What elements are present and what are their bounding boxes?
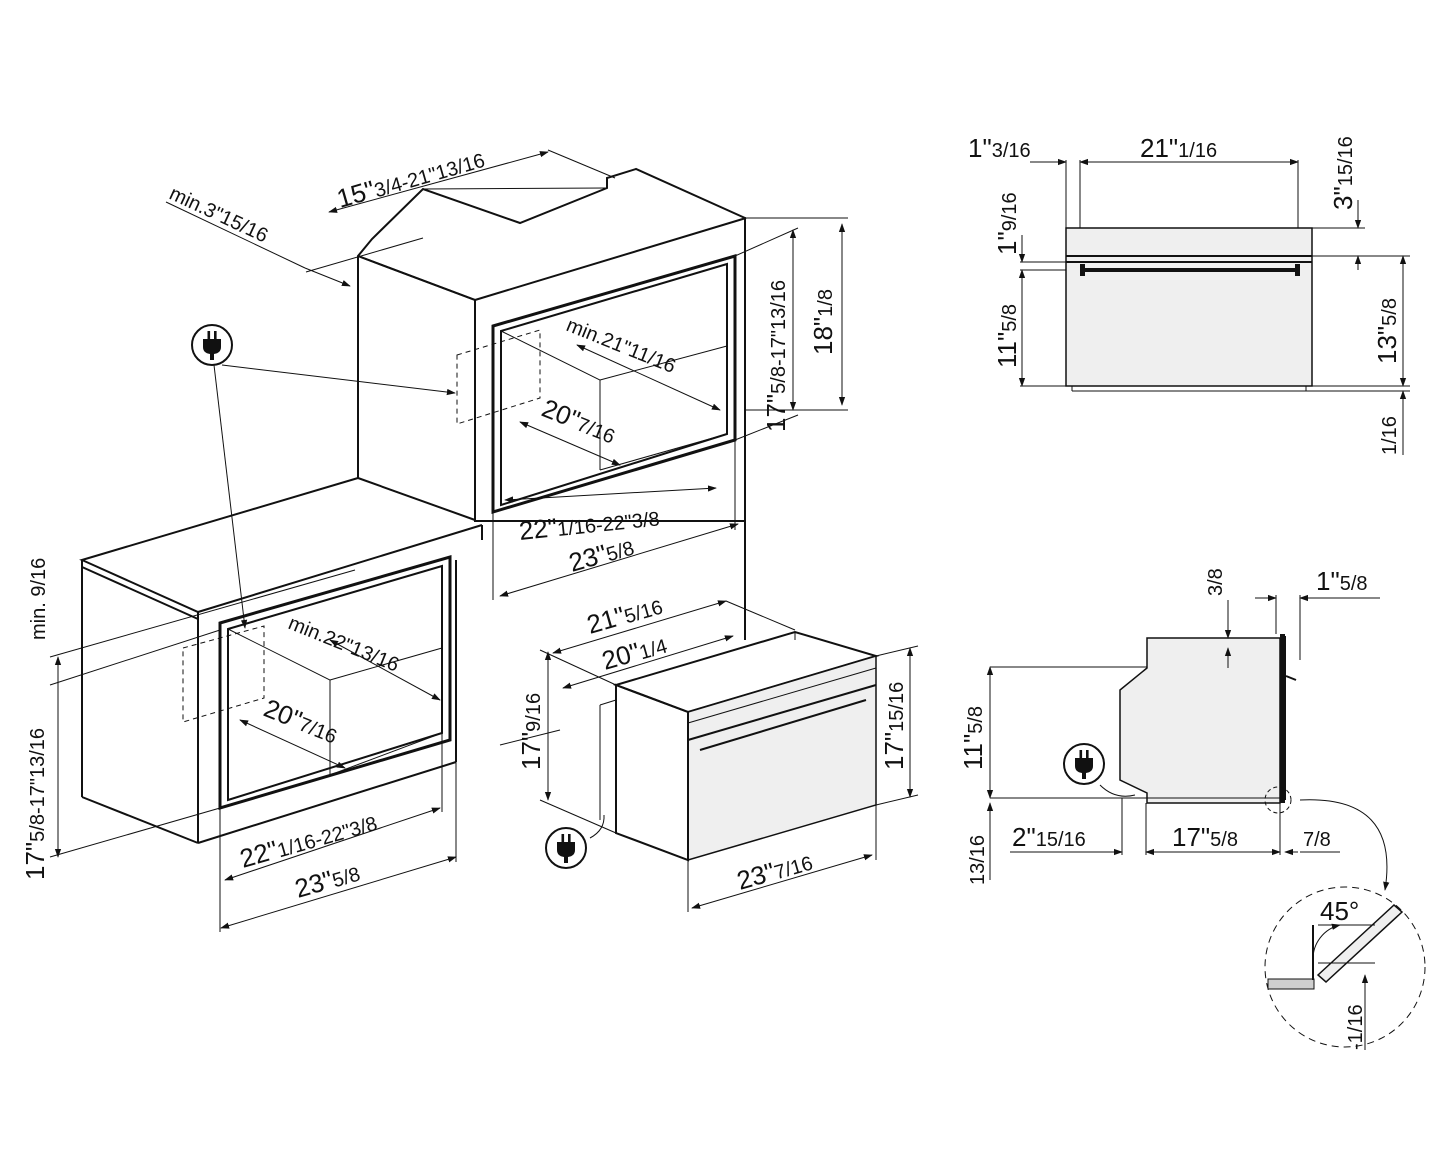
- label-side-front: 1"5/8: [1316, 566, 1368, 596]
- oven-isometric: [589, 630, 880, 862]
- label-side-bottom: 13/16: [967, 835, 989, 885]
- label-oven-depth-total: 21"5/16: [583, 590, 665, 640]
- plug-icon: [545, 827, 587, 869]
- label-top-inner-depth: 20"7/16: [538, 393, 621, 450]
- label-front-bottom: 1/16: [1379, 416, 1401, 455]
- plug-leader-lines: [213, 364, 456, 629]
- label-oven-front-height: 17"15/16: [879, 682, 909, 770]
- label-front-left-gap: 1"3/16: [968, 133, 1031, 163]
- label-oven-front-width: 23"7/16: [733, 846, 815, 896]
- label-top-height-range: 17"5/8-17"13/16: [761, 280, 791, 432]
- label-detail-offset: -1/16: [1345, 1004, 1367, 1050]
- plug-icon: [1063, 743, 1105, 785]
- label-front-top-gap: 3"15/16: [1328, 136, 1358, 210]
- label-side-door: 7/8: [1303, 829, 1331, 851]
- label-oven-body-height: 17"9/16: [516, 693, 546, 770]
- dimension-lines: [49, 149, 1407, 1050]
- label-low-min-depth: min.22"13/16: [285, 612, 402, 676]
- label-top-min-side: min.3"15/16: [166, 183, 271, 248]
- label-top-height: 18"1/8: [808, 289, 838, 355]
- label-front-width: 21"1/16: [1140, 133, 1217, 163]
- label-low-height-range: 17"5/8-17"13/16: [20, 728, 50, 880]
- label-front-total: 13"5/8: [1372, 298, 1402, 364]
- label-low-min-top: min. 9/16: [28, 558, 50, 640]
- label-side-height: 11"5/8: [958, 706, 988, 770]
- label-side-back: 2"15/16: [1012, 822, 1086, 852]
- label-front-handle: 1"9/16: [992, 192, 1022, 255]
- label-top-width-range: 22"1/16-22"3/8: [517, 501, 660, 546]
- label-low-width-range: 22"1/16-22"3/8: [236, 806, 380, 874]
- label-detail-angle: 45°: [1320, 896, 1359, 926]
- front-view: [1020, 160, 1410, 392]
- side-view: [990, 595, 1390, 891]
- label-side-top: 3/8: [1205, 568, 1227, 596]
- detail-view: [1264, 886, 1426, 1048]
- label-front-lower: 11"5/8: [992, 304, 1022, 368]
- lower-cabinet: [81, 521, 746, 844]
- plug-icon: [191, 324, 233, 366]
- label-side-depth: 17"5/8: [1172, 822, 1238, 852]
- label-low-width: 23"5/8: [291, 857, 363, 904]
